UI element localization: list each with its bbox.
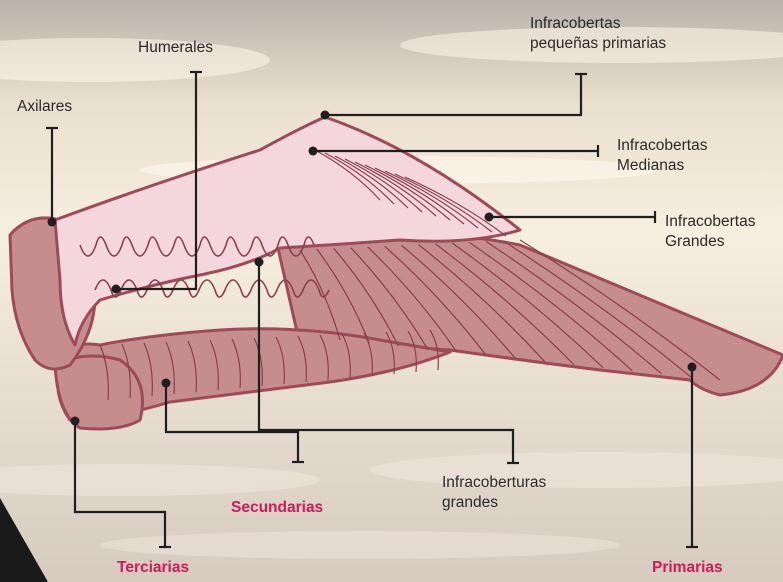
leader-secundarias-dot (162, 379, 171, 388)
label-terciarias: Terciarias (117, 558, 189, 578)
leader-pequenas-dot (321, 111, 330, 120)
label-secundarias: Secundarias (231, 498, 323, 518)
leader-grandes-dot (485, 213, 494, 222)
leader-terciarias-dot (71, 417, 80, 426)
label-infracobertas-pequenas: Infracobertas pequeñas primarias (530, 14, 666, 54)
leader-medianas-dot (309, 147, 318, 156)
label-infracobertas-medianas-line2: Medianas (617, 156, 707, 176)
leader-humerales-dot (112, 285, 121, 294)
label-primarias: Primarias (652, 558, 723, 578)
label-axilares: Axilares (17, 97, 72, 117)
leader-infracoberturas-dot (255, 258, 264, 267)
label-infracobertas-grandes: Infracobertas Grandes (665, 212, 755, 252)
label-infracoberturas-grandes: Infracoberturas grandes (442, 473, 546, 513)
label-infracobertas-pequenas-line1: Infracobertas (530, 14, 666, 34)
label-infracobertas-grandes-line2: Grandes (665, 232, 755, 252)
label-infracobertas-medianas-line1: Infracobertas (617, 136, 707, 156)
label-infracobertas-pequenas-line2: pequeñas primarias (530, 34, 666, 54)
label-infracoberturas-grandes-line2: grandes (442, 493, 546, 513)
leader-axilares-dot (48, 218, 57, 227)
label-infracobertas-medianas: Infracobertas Medianas (617, 136, 707, 176)
label-humerales: Humerales (138, 38, 213, 58)
label-infracoberturas-grandes-line1: Infracoberturas (442, 473, 546, 493)
label-infracobertas-grandes-line1: Infracobertas (665, 212, 755, 232)
leader-primarias-dot (688, 363, 697, 372)
